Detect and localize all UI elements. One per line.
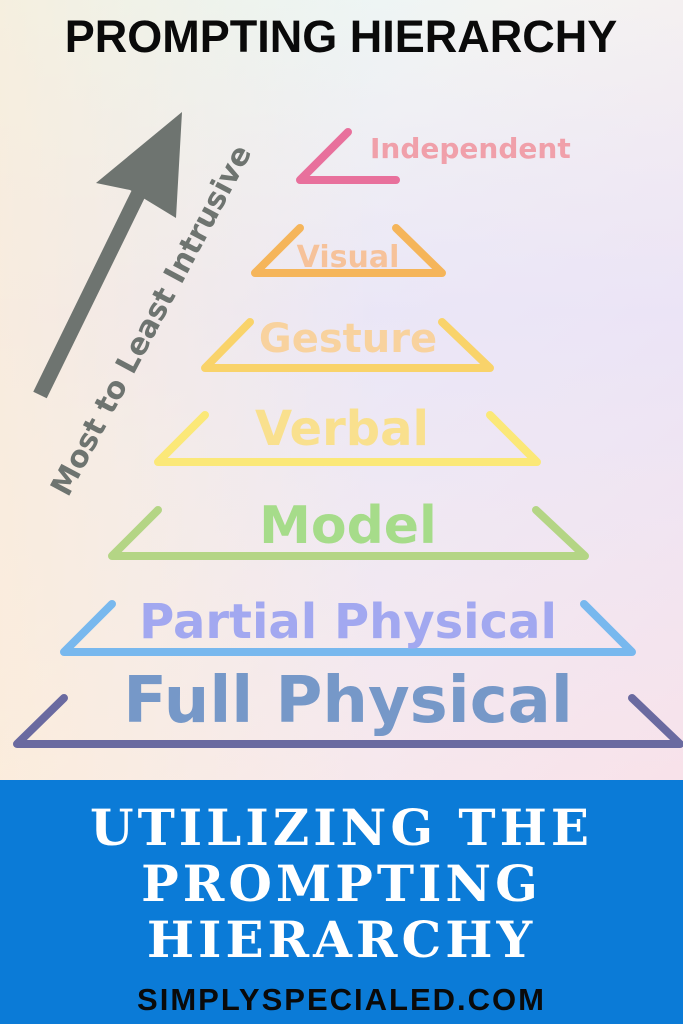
- level-label: Gesture: [259, 316, 437, 362]
- banner-line-3: HIERARCHY: [146, 910, 537, 969]
- banner-line-1: UTILIZING THE: [89, 798, 593, 857]
- level-outline: [108, 506, 589, 560]
- level-outline: [13, 694, 683, 748]
- level-label: Model: [259, 496, 437, 556]
- level-label: Independent: [370, 132, 571, 165]
- level-outline: [296, 128, 400, 184]
- level-label: Verbal: [255, 401, 429, 457]
- level-independent: Independent: [296, 128, 571, 184]
- level-label: Visual: [297, 240, 400, 275]
- page-title: PROMPTING HIERARCHY: [65, 11, 618, 62]
- level-visual: Visual: [251, 224, 446, 277]
- level-outline: [251, 224, 446, 277]
- footer-website: SIMPLYSPECIALED.COM: [137, 982, 546, 1017]
- level-outline: [154, 411, 541, 466]
- level-outline: [60, 600, 636, 656]
- level-outline: [201, 318, 494, 372]
- level-verbal: Verbal: [154, 401, 541, 466]
- pyramid-diagram: PROMPTING HIERARCHY Most to Least Intrus…: [13, 11, 683, 748]
- level-label: Partial Physical: [139, 594, 557, 650]
- banner: [0, 780, 683, 1024]
- level-gesture: Gesture: [201, 316, 494, 372]
- level-label: Full Physical: [123, 664, 573, 738]
- banner-line-2: PROMPTING: [141, 854, 542, 913]
- level-model: Model: [108, 496, 589, 560]
- level-full-physical: Full Physical: [13, 664, 683, 748]
- level-partial-physical: Partial Physical: [60, 594, 636, 656]
- arrow-icon: [33, 112, 182, 399]
